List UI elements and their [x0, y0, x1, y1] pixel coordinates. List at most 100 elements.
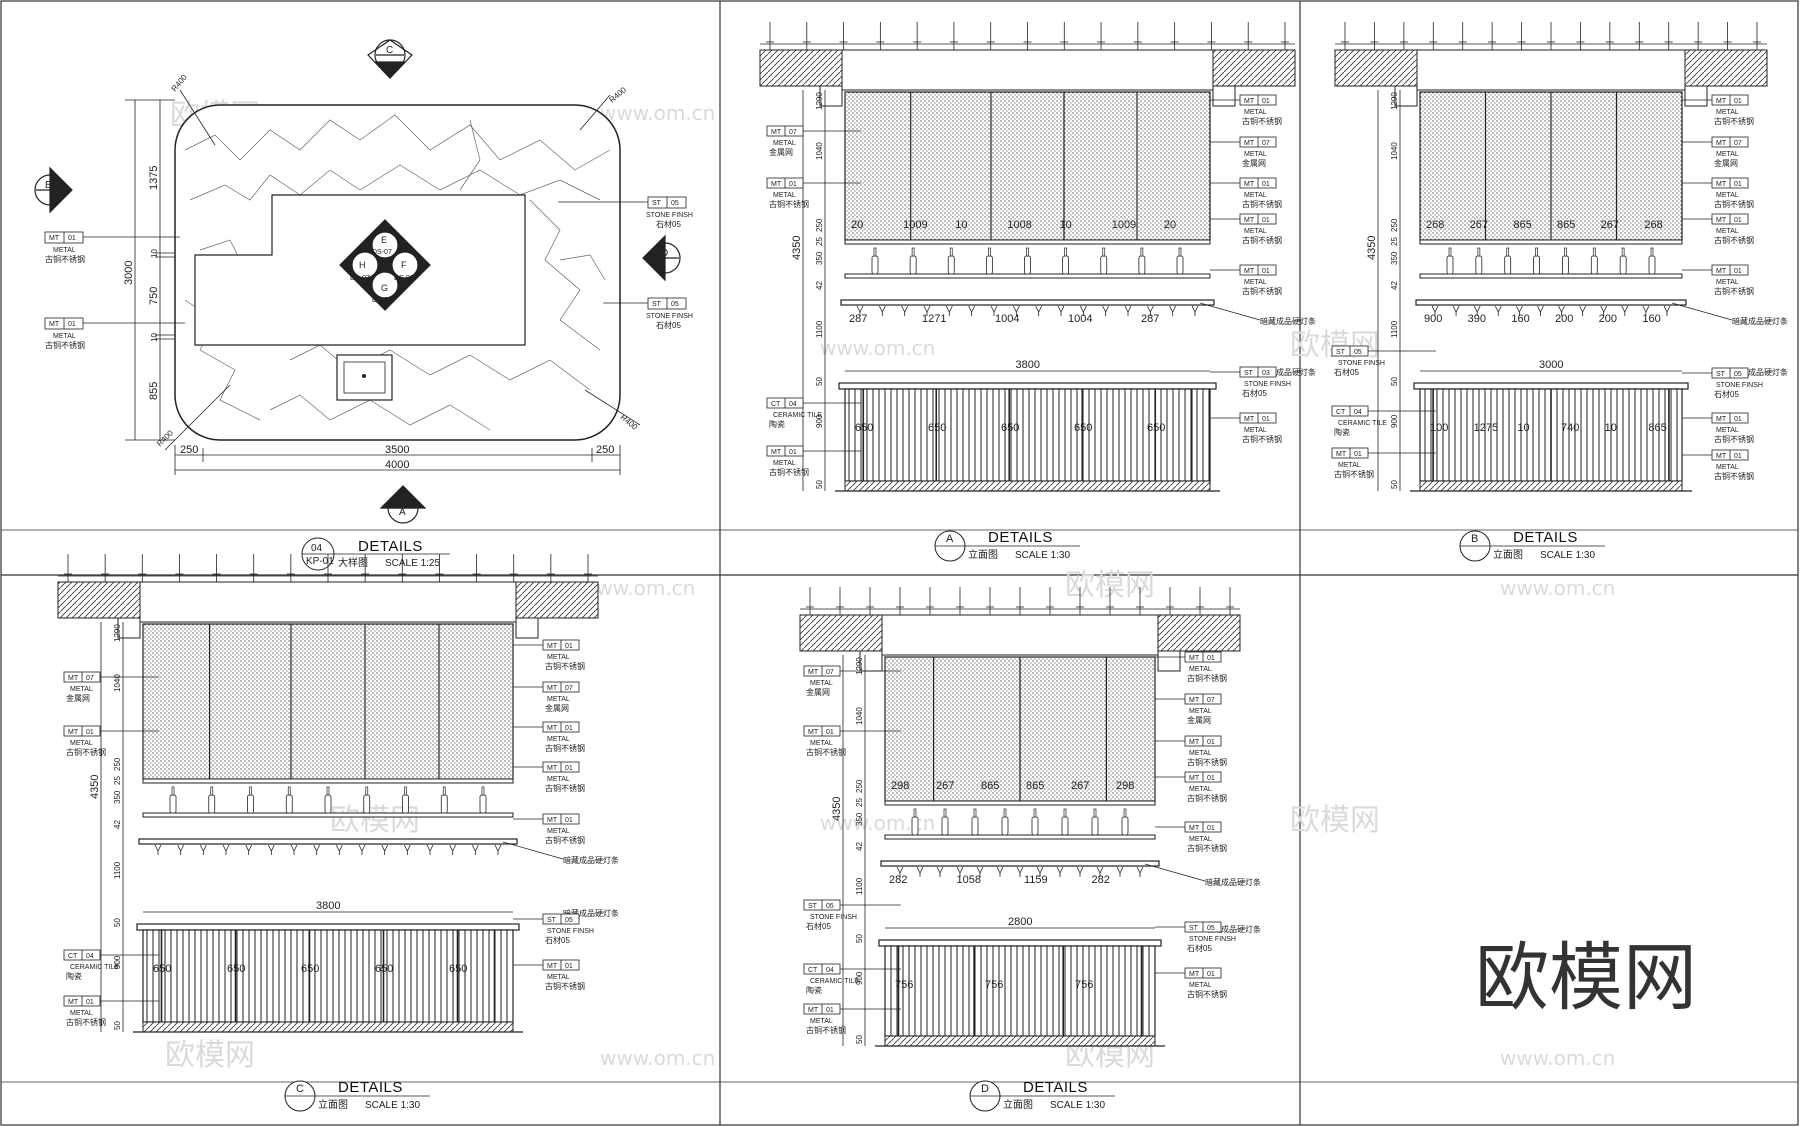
index-code: DS-07 — [350, 275, 370, 282]
ceiling-beam — [1212, 85, 1236, 107]
caption-sub: 立面图 — [1003, 1098, 1033, 1111]
dim-v: 50 — [1390, 377, 1399, 386]
dim-lower: 1058 — [957, 874, 981, 886]
tag-en: METAL — [1244, 192, 1267, 199]
tag-en: METAL — [1189, 750, 1212, 757]
dim-upper: 1008 — [1007, 219, 1031, 231]
shelf — [884, 800, 1156, 806]
wine-glass — [1600, 305, 1608, 313]
bottle — [1091, 816, 1099, 836]
dim-v: 1040 — [1390, 142, 1399, 160]
wine-glass — [335, 844, 343, 852]
tag-num: 01 — [1207, 655, 1215, 662]
counter-base — [1419, 480, 1683, 492]
dim-upper: 267 — [1071, 780, 1089, 792]
tag-cn: 陶瓷 — [769, 419, 785, 429]
bottle — [1590, 255, 1598, 275]
counter-top — [878, 939, 1162, 947]
tag-en: STONE FINSH — [810, 914, 857, 921]
bottle — [911, 816, 919, 836]
tag-en: METAL — [1716, 109, 1739, 116]
bottle — [285, 794, 293, 814]
bottle — [1024, 255, 1031, 275]
bottle — [871, 255, 879, 275]
dim-h: 250 — [180, 444, 198, 456]
tag-code: ST — [652, 301, 662, 308]
dim-v: 25 — [855, 798, 864, 807]
tag-cn: 陶瓷 — [806, 985, 822, 995]
bottle-neck — [404, 786, 407, 796]
bottle-neck — [210, 786, 214, 796]
tag-cn: 古铜不锈钢 — [769, 467, 809, 477]
bottle-neck — [1003, 808, 1007, 818]
dim-total-v: 3000 — [123, 261, 135, 285]
tag-en: METAL — [53, 333, 76, 340]
tag-cn: 古铜不锈钢 — [1714, 116, 1754, 126]
brand-logo: 欧模网 — [1475, 935, 1697, 1021]
tag-num: 07 — [789, 129, 797, 136]
tag-en: METAL — [53, 247, 76, 254]
tag-code: ST — [547, 917, 557, 924]
tag-num: 01 — [1262, 268, 1270, 275]
tag-en: STONE FINSH — [1244, 381, 1291, 388]
section-callout-top — [367, 39, 413, 79]
tag-code: MT — [808, 669, 819, 676]
dim-lower: 1271 — [922, 313, 946, 325]
tag-num: 01 — [1734, 268, 1742, 275]
wine-glass — [896, 866, 904, 874]
tag-code: CT — [771, 401, 781, 408]
dim-v: 1040 — [113, 674, 122, 692]
dim-counter: 650 — [1147, 422, 1165, 434]
tag-code: MT — [49, 321, 60, 328]
tag-code: MT — [1189, 739, 1200, 746]
tag-num: 07 — [1734, 140, 1742, 147]
bottle — [1562, 255, 1569, 275]
wine-glass — [1035, 305, 1043, 313]
tag-cn: 金属网 — [1187, 715, 1211, 725]
dim-lower: 282 — [889, 874, 907, 886]
wine-glass — [245, 844, 253, 852]
watermark-site: www.om.cn — [1500, 576, 1615, 600]
wine-glass — [313, 844, 321, 852]
dim-upper: 1009 — [903, 219, 927, 231]
tag-cn: 古铜不锈钢 — [806, 747, 846, 757]
counter-front — [844, 388, 1211, 482]
counter-top — [1413, 382, 1689, 390]
tag-cn: 石材05 — [1714, 389, 1739, 399]
tag-cn: 古铜不锈钢 — [1714, 235, 1754, 245]
tag-num: 01 — [565, 817, 573, 824]
bottle-neck — [1026, 247, 1029, 257]
dim-counter: 650 — [375, 963, 393, 975]
wine-glass — [1102, 305, 1110, 313]
watermark-site: www.om.cn — [600, 101, 715, 125]
bottle — [1100, 255, 1108, 275]
dim-lower: 390 — [1468, 313, 1486, 325]
tag-code: MT — [771, 129, 782, 136]
tag-code: MT — [771, 181, 782, 188]
dim-counter: 650 — [855, 422, 873, 434]
note-leader — [1199, 302, 1261, 321]
tag-cn: 金属网 — [1714, 158, 1738, 168]
elevation-index-mark — [339, 219, 431, 311]
wine-glass — [1473, 305, 1481, 313]
tag-code: MT — [547, 963, 558, 970]
tag-cn: 石材05 — [656, 320, 681, 330]
dim-v: 50 — [815, 480, 824, 489]
tag-num: 07 — [565, 685, 573, 692]
section-callout-right — [642, 234, 681, 282]
caption-scale: SCALE 1:30 — [365, 1100, 420, 1111]
dim-v: 1290 — [855, 657, 864, 675]
tag-num: 01 — [1354, 451, 1362, 458]
tag-num: 01 — [1207, 971, 1215, 978]
